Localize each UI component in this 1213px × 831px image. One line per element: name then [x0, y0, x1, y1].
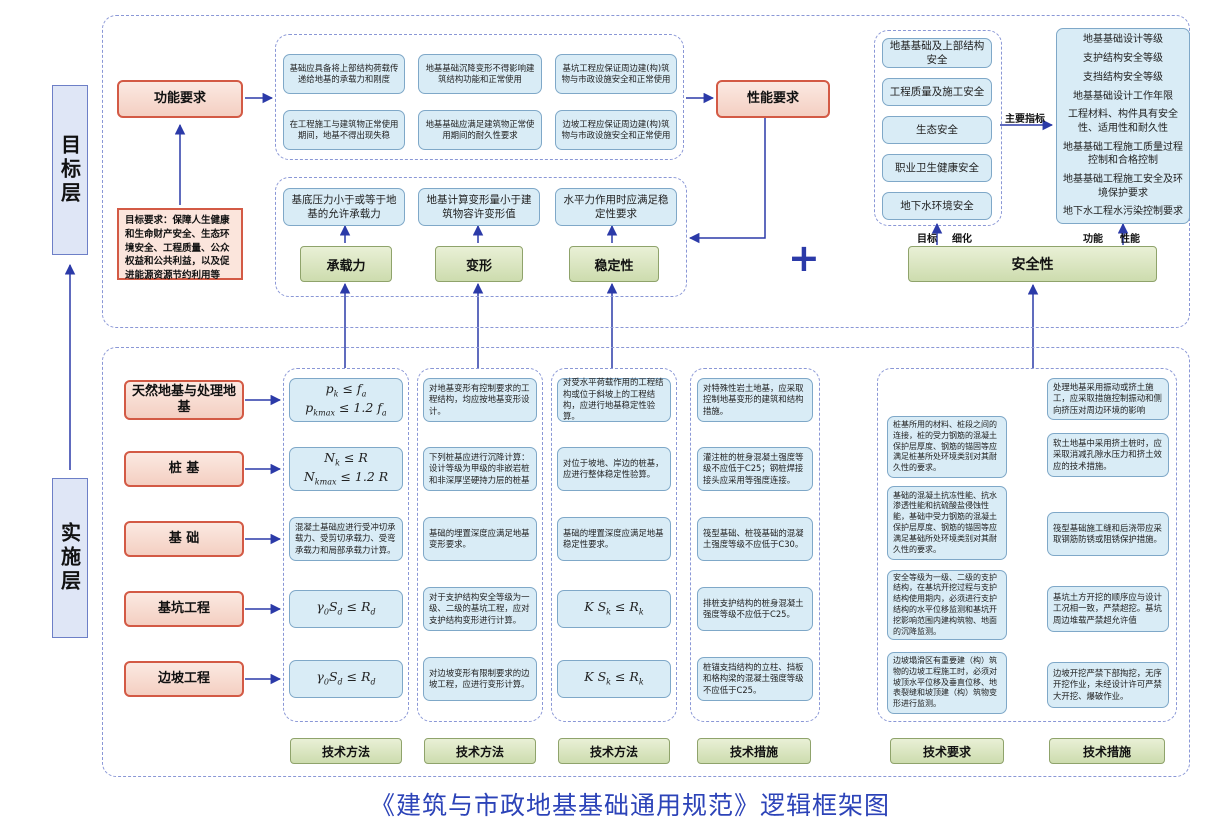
col3-formula-4: K Sk ≤ Rk — [557, 590, 671, 628]
col2-text-1: 对地基变形有控制要求的工程结构，均应按地基变形设计。 — [423, 378, 537, 422]
grade-item-8: 地下水工程水污染控制要求 — [1063, 206, 1183, 218]
col6-text-5: 边坡开挖严禁下部掏挖，无序开挖作业，未经设计许可严禁大开挖、爆破作业。 — [1047, 662, 1169, 708]
grade-item-2: 支护结构安全等级 — [1083, 52, 1163, 64]
col2-text-4: 对于支护结构安全等级为一级、二级的基坑工程，应对支护结构变形进行计算。 — [423, 587, 537, 631]
grade-item-6: 地基基础工程施工质量过程控制和合格控制 — [1063, 141, 1183, 167]
safety-items-frame — [874, 30, 1002, 226]
col3-frame — [551, 368, 677, 722]
col2-text-3: 基础的埋置深度应满足地基变形要求。 — [423, 517, 537, 561]
col1-formula-5-text: γ0Sd ≤ Rd — [316, 669, 376, 687]
bottom-label-3: 技术方法 — [558, 738, 670, 764]
col3-text-1: 对受水平荷载作用的工程结构或位于斜坡上的工程结构，应进行地基稳定性验算。 — [557, 377, 671, 422]
col4-text-4: 排桩支护结构的桩身混凝土强度等级不应低于C25。 — [697, 587, 813, 631]
label-stability: 稳定性 — [569, 246, 659, 282]
bottom-label-2: 技术方法 — [424, 738, 536, 764]
safety-item-5: 地下水环境安全 — [882, 192, 992, 220]
col1-formula-1-line1: pk ≤ fa — [325, 380, 367, 399]
safety-item-4: 职业卫生健康安全 — [882, 154, 992, 182]
refine-label: 细化 — [952, 234, 972, 245]
col1-formula-5: γ0Sd ≤ Rd — [289, 660, 403, 698]
perf-items-frame — [275, 177, 687, 297]
bottom-label-1: 技术方法 — [290, 738, 402, 764]
performance-label: 性能 — [1120, 234, 1140, 245]
col5-text-2: 基础的混凝土抗冻性能、抗水渗透性能和抗硫酸盐侵蚀性能，基础中受力钢筋的混凝土保护… — [887, 486, 1007, 560]
func-item-4: 在工程施工与建筑物正常使用期间，地基不得出现失稳 — [283, 110, 405, 150]
bottom-label-4: 技术措施 — [697, 738, 811, 764]
func-items-frame — [275, 34, 684, 160]
col5-text-4: 边坡塌滑区有重要建（构）筑物的边坡工程施工时，必须对坡顶水平位移及垂直位移、地表… — [887, 652, 1007, 714]
col4-text-1: 对特殊性岩土地基，应采取控制地基变形的建筑和结构措施。 — [697, 378, 813, 422]
col4-text-3: 筏型基础、桩筏基础的混凝土强度等级不应低于C30。 — [697, 517, 813, 561]
col3-text-3: 基础的埋置深度应满足地基稳定性要求。 — [557, 517, 671, 561]
label-deformation: 变形 — [435, 246, 523, 282]
perf-item-1: 基底压力小于或等于地基的允许承载力 — [283, 188, 405, 226]
perf-item-2: 地基计算变形量小于建筑物容许变形值 — [418, 188, 540, 226]
grade-item-1: 地基基础设计等级 — [1083, 34, 1163, 45]
func-item-2: 地基基础沉降变形不得影响建筑结构功能和正常使用 — [418, 54, 542, 94]
perf-item-3: 水平力作用时应满足稳定性要求 — [555, 188, 677, 226]
functional-req-box: 功能要求 — [117, 80, 243, 118]
col4-text-2: 灌注桩的桩身混凝土强度等级不应低于C25；钢桩焊接接头应采用等强度连接。 — [697, 447, 813, 491]
implementation-layer-label: 实施层 — [52, 478, 88, 638]
col3-formula-5-text: K Sk ≤ Rk — [584, 669, 644, 687]
bottom-label-6: 技术措施 — [1049, 738, 1165, 764]
goal-box: 目标要求：保障人生健康和生命财产安全、生态环境安全、工程质量、公众权益和公共利益… — [117, 208, 243, 281]
col1-frame — [283, 368, 409, 722]
row-natural-foundation: 天然地基与处理地基 — [124, 380, 244, 420]
col4-frame — [690, 368, 820, 722]
func-item-6: 边坡工程应保证周边建(构)筑物与市政设施安全和正常使用 — [555, 110, 677, 150]
col1-formula-4-text: γ0Sd ≤ Rd — [316, 599, 376, 617]
grade-item-7: 地基基础工程施工安全及环境保护要求 — [1063, 174, 1183, 199]
col1-formula-1-line2: pkmax ≤ 1.2 fa — [305, 400, 387, 418]
safety-box: 安全性 — [908, 246, 1157, 282]
row-slope: 边坡工程 — [124, 661, 244, 697]
grade-item-3: 支挡结构安全等级 — [1083, 71, 1163, 83]
col6-text-4: 基坑土方开挖的顺序应与设计工况相一致，严禁超挖。基坑周边堆载严禁超允许值 — [1047, 586, 1169, 632]
col3-formula-4-text: K Sk ≤ Rk — [584, 599, 644, 617]
col1-formula-1: pk ≤ fa pkmax ≤ 1.2 fa — [289, 378, 403, 422]
implementation-layer-text: 实施层 — [57, 522, 82, 594]
col3-text-2: 对位于坡地、岸边的桩基，应进行整体稳定性验算。 — [557, 447, 671, 491]
plus-sign: + — [788, 236, 820, 280]
col3-formula-5: K Sk ≤ Rk — [557, 660, 671, 698]
main-index-label: 主要指标 — [1005, 114, 1045, 125]
col5-text-1: 桩基所用的材料、桩段之间的连接，桩的受力钢筋的混凝土保护层厚度、钢筋的锚固等应满… — [887, 416, 1007, 478]
target-layer-text: 目标层 — [57, 134, 82, 206]
col1-formula-2-line2: Nkmax ≤ 1.2 R — [303, 469, 389, 487]
col1-formula-2-line1: Nk ≤ R — [324, 449, 368, 468]
performance-req-box: 性能要求 — [716, 80, 830, 118]
row-excavation: 基坑工程 — [124, 591, 244, 627]
function-label: 功能 — [1083, 234, 1103, 245]
col1-text-3: 混凝土基础应进行受冲切承载力、受剪切承载力、受弯承载力和局部承载力计算。 — [289, 517, 403, 561]
col4-text-5: 桩锚支挡结构的立柱、挡板和格构梁的混凝土强度等级不应低于C25。 — [697, 657, 813, 701]
grade-item-4: 地基基础设计工作年限 — [1073, 90, 1173, 102]
grade-list-box: 地基基础设计等级 支护结构安全等级 支挡结构安全等级 地基基础设计工作年限 工程… — [1056, 28, 1190, 224]
col2-text-5: 对边坡变形有限制要求的边坡工程，应进行变形计算。 — [423, 657, 537, 701]
func-item-1: 基础应具备将上部结构荷载传递给地基的承载力和刚度 — [283, 54, 405, 94]
row-foundation: 基 础 — [124, 521, 244, 557]
safety-item-3: 生态安全 — [882, 116, 992, 144]
label-bearing-capacity: 承载力 — [300, 246, 392, 282]
func-item-3: 基坑工程应保证周边建(构)筑物与市政设施安全和正常使用 — [555, 54, 677, 94]
grade-item-5: 工程材料、构件具有安全性、适用性和耐久性 — [1068, 109, 1178, 134]
implementation-layer-frame — [102, 347, 1190, 777]
col2-frame — [417, 368, 543, 722]
col6-text-3: 筏型基础施工缝和后浇带应采取钢筋防锈或阻锈保护措施。 — [1047, 512, 1169, 556]
safety-item-1: 地基基础及上部结构安全 — [882, 38, 992, 68]
col6-text-1: 处理地基采用振动或挤土施工，应采取措施控制振动和侧向挤压对周边环境的影响 — [1047, 378, 1169, 420]
func-item-5: 地基基础应满足建筑物正常使用期间的耐久性要求 — [418, 110, 542, 150]
bottom-label-5: 技术要求 — [890, 738, 1004, 764]
col6-text-2: 软土地基中采用挤土桩时，应采取消减孔隙水压力和挤土效应的技术措施。 — [1047, 433, 1169, 477]
target-label: 目标 — [917, 234, 937, 245]
diagram-caption: 《建筑与市政地基基础通用规范》逻辑框架图 — [369, 791, 890, 820]
col56-frame — [877, 368, 1177, 722]
row-pile-foundation: 桩 基 — [124, 451, 244, 487]
col1-formula-2: Nk ≤ R Nkmax ≤ 1.2 R — [289, 447, 403, 491]
col1-formula-4: γ0Sd ≤ Rd — [289, 590, 403, 628]
col5-text-3: 安全等级为一级、二级的支护结构，在基坑开挖过程与支护结构使用期内，必须进行支护结… — [887, 570, 1007, 640]
safety-item-2: 工程质量及施工安全 — [882, 78, 992, 106]
col2-text-2: 下列桩基应进行沉降计算：设计等级为甲级的非嵌岩桩和非深厚坚硬持力层的桩基 — [423, 447, 537, 491]
target-layer-label: 目标层 — [52, 85, 88, 255]
